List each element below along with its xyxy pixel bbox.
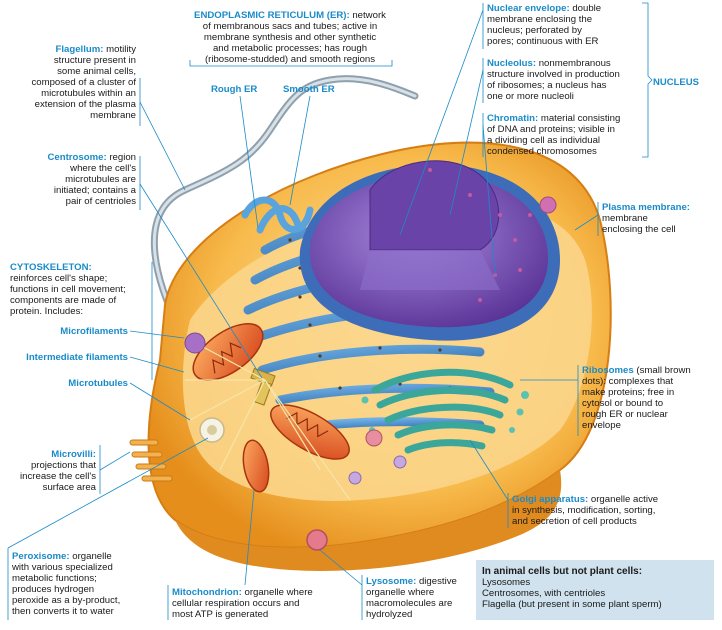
nucleolus [369, 160, 500, 251]
label-mitochondrion: Mitochondrion: organelle where cellular … [172, 587, 313, 620]
label-smooth-er: Smooth ER [283, 84, 335, 95]
info-box-item: Lysosomes [482, 577, 531, 588]
nucleus [299, 160, 560, 341]
label-microtubules: Microtubules [68, 378, 128, 389]
lysosome [306, 529, 328, 551]
label-endoplasmic-reticulum: ENDOPLASMIC RETICULUM (ER): network of m… [194, 10, 386, 65]
label-peroxisome: Peroxisome: organelle with various speci… [12, 551, 121, 617]
info-box-item: Centrosomes, with centrioles [482, 588, 606, 599]
label-chromatin: Chromatin: material consisting of DNA an… [487, 113, 621, 157]
smooth-er [241, 196, 314, 234]
info-box-title: In animal cells but not plant cells: [482, 566, 643, 577]
label-ribosomes: Ribosomes (small brown dots): complexes … [582, 365, 691, 431]
label-microfilaments: Microfilaments [60, 326, 128, 337]
chromatin [428, 168, 532, 302]
mitochondrion [192, 323, 350, 493]
info-box-item: Flagella (but present in some plant sper… [482, 599, 662, 610]
label-nucleolus: Nucleolus: nonmembranous structure invol… [487, 58, 620, 102]
label-microvilli: Microvilli: projections that increase th… [20, 449, 96, 493]
label-cytoskeleton: CYTOSKELETON: reinforces cell's shape; f… [10, 262, 126, 317]
cytoskeleton [185, 339, 351, 501]
golgi-apparatus [371, 368, 514, 454]
label-rough-er: Rough ER [211, 84, 258, 95]
label-golgi-apparatus: Golgi apparatus: organelle active in syn… [512, 494, 659, 527]
label-lysosome: Lysosome: digestive organelle where macr… [366, 576, 457, 620]
label-intermediate-filaments: Intermediate filaments [26, 352, 128, 363]
info-box: In animal cells but not plant cells: Lys… [476, 560, 714, 620]
label-nuclear-envelope: Nuclear envelope: double membrane enclos… [487, 3, 602, 47]
label-plasma-membrane: Plasma membrane: membrane enclosing the … [602, 202, 690, 235]
label-flagellum: Flagellum: motility structure present in… [31, 44, 136, 121]
label-nucleus: NUCLEUS [653, 77, 699, 88]
label-centrosome: Centrosome: region where the cell's micr… [47, 152, 136, 207]
